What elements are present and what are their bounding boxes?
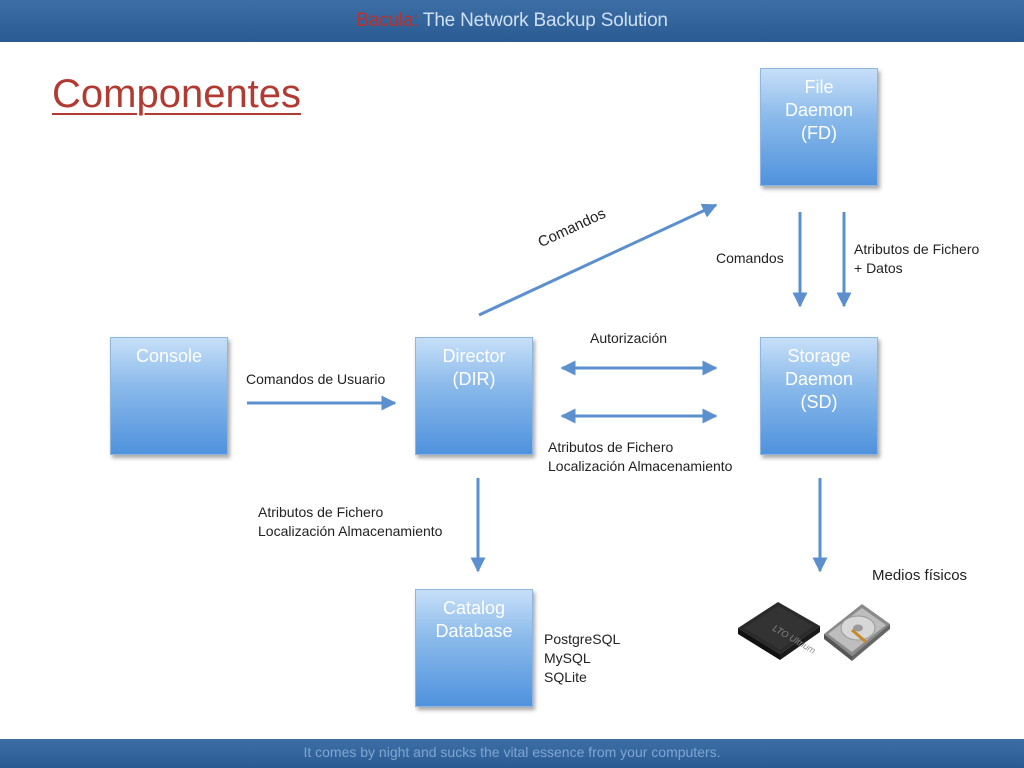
node-catalog: Catalog Database (415, 589, 533, 707)
arrow-director-to-file-daemon (478, 203, 718, 317)
tape-cartridge-icon: LTO Ultrium (738, 602, 820, 660)
catalog-engine-postgresql: PostgreSQL (544, 631, 621, 647)
node-catalog-label-2: Database (435, 621, 513, 641)
node-console-label: Console (135, 346, 203, 366)
footer-bar: It comes by night and sucks the vital es… (0, 739, 1024, 768)
label-fd-to-sd-data-line-2: + Datos (854, 260, 903, 276)
label-director-to-catalog-line-1: Atributos de Fichero (258, 504, 384, 520)
node-console: Console (110, 337, 228, 455)
node-catalog-label-1: Catalog (442, 598, 506, 618)
node-fd-label-3: (FD) (801, 123, 837, 143)
node-file-daemon: File Daemon (FD) (760, 68, 878, 186)
catalog-engine-mysql: MySQL (544, 650, 591, 666)
node-fd-label-1: File (804, 77, 834, 97)
node-director: Director (DIR) (415, 337, 533, 455)
node-fd-label-2: Daemon (784, 100, 854, 120)
node-director-label-2: (DIR) (452, 369, 496, 389)
hard-drive-icon (824, 604, 890, 661)
node-sd-label-1: Storage (787, 346, 851, 366)
label-physical-media: Medios físicos (872, 567, 968, 584)
label-dir-sd-attributes: Atributos de Fichero Localización Almace… (548, 438, 732, 476)
header-title: Bacula: The Network Backup Solution (0, 10, 1024, 32)
node-sd-label-2: Daemon (784, 369, 854, 389)
footer-tagline: It comes by night and sucks the vital es… (303, 744, 721, 760)
label-director-to-catalog: Atributos de Fichero Localización Almace… (258, 503, 442, 541)
header-subtitle: The Network Backup Solution (418, 10, 668, 31)
label-fd-to-sd-commands: Comandos (716, 250, 784, 266)
header-brand: Bacula: (356, 10, 419, 31)
catalog-engines-list: PostgreSQL MySQL SQLite (544, 630, 620, 687)
node-director-label-1: Director (442, 346, 506, 366)
slide-title: Componentes (52, 72, 302, 116)
header-bar: Bacula: The Network Backup Solution (0, 0, 1024, 42)
label-console-to-director: Comandos de Usuario (246, 371, 386, 387)
label-director-to-catalog-line-2: Localización Almacenamiento (258, 523, 443, 539)
label-dir-sd-attributes-line-2: Localización Almacenamiento (548, 458, 733, 474)
label-dir-sd-attributes-line-1: Atributos de Fichero (548, 439, 674, 455)
node-storage-daemon: Storage Daemon (SD) (760, 337, 878, 455)
label-dir-sd-authorization: Autorización (590, 330, 668, 346)
label-fd-to-sd-data: Atributos de Fichero + Datos (854, 240, 979, 278)
catalog-engine-sqlite: SQLite (544, 669, 587, 685)
node-sd-label-3: (SD) (800, 392, 838, 412)
label-fd-to-sd-data-line-1: Atributos de Fichero (854, 241, 980, 257)
